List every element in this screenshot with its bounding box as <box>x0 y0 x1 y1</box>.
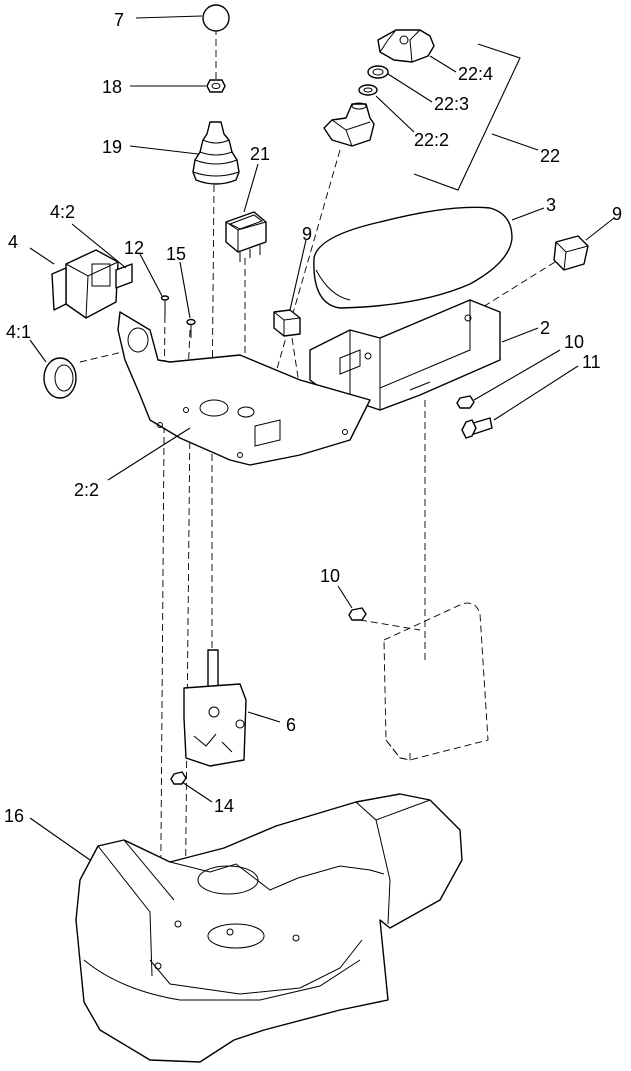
callout-4-1: 4:1 <box>6 322 31 342</box>
callout-21: 21 <box>250 144 270 164</box>
cover-plate <box>383 602 489 761</box>
switch-part-21 <box>225 211 267 262</box>
control-part-6 <box>183 649 247 767</box>
callout-6: 6 <box>286 715 296 735</box>
screw-part-14 <box>170 771 187 785</box>
callout-16: 16 <box>4 806 24 826</box>
callout-14: 14 <box>214 796 234 816</box>
screw-part-15 <box>186 318 196 338</box>
callout-labels: 7 18 19 21 22:4 22:3 22:2 22 3 9 9 4:2 4… <box>4 10 622 826</box>
ring-part-4-1 <box>43 357 77 399</box>
leader-lines <box>29 15 615 861</box>
nut-part-22-3 <box>367 65 389 79</box>
callout-12: 12 <box>124 238 144 258</box>
callout-2: 2 <box>540 318 550 338</box>
cap-part-9-left <box>273 309 301 337</box>
knob-part-7 <box>202 4 230 32</box>
base-console-part-16 <box>75 793 463 1063</box>
callout-9-right: 9 <box>612 204 622 224</box>
switch-body-part-22 <box>323 102 375 147</box>
ignition-key-part-22-4 <box>377 29 435 63</box>
bracket-22 <box>413 43 521 191</box>
cap-part-9-right <box>553 235 589 271</box>
callout-3: 3 <box>546 195 556 215</box>
nut-part-10-upper <box>456 395 475 409</box>
hour-meter-part-4 <box>51 249 119 319</box>
panel-part-2-2 <box>117 311 371 466</box>
callout-10-lower: 10 <box>320 566 340 586</box>
callout-7: 7 <box>114 10 124 30</box>
callout-11: 11 <box>582 352 601 372</box>
screw-part-12 <box>160 295 170 318</box>
callout-15: 15 <box>166 244 186 264</box>
nut-part-18 <box>206 79 226 93</box>
callout-10-upper: 10 <box>564 332 584 352</box>
callout-22-2: 22:2 <box>414 130 449 150</box>
callout-22: 22 <box>540 146 560 166</box>
washer-part-22-2 <box>358 84 378 96</box>
bolt-part-11 <box>461 417 493 439</box>
armrest-part-3 <box>313 206 513 309</box>
callout-18: 18 <box>102 77 122 97</box>
label-part-4-2 <box>115 263 133 289</box>
callout-19: 19 <box>102 137 122 157</box>
callout-9-left: 9 <box>302 224 312 244</box>
callout-22-3: 22:3 <box>434 94 469 114</box>
nut-part-10-lower <box>348 607 367 621</box>
callout-2-2: 2:2 <box>74 480 99 500</box>
callout-4-2: 4:2 <box>50 202 75 222</box>
callout-22-4: 22:4 <box>458 64 493 84</box>
callout-4: 4 <box>8 232 18 252</box>
boot-part-19 <box>192 121 240 185</box>
